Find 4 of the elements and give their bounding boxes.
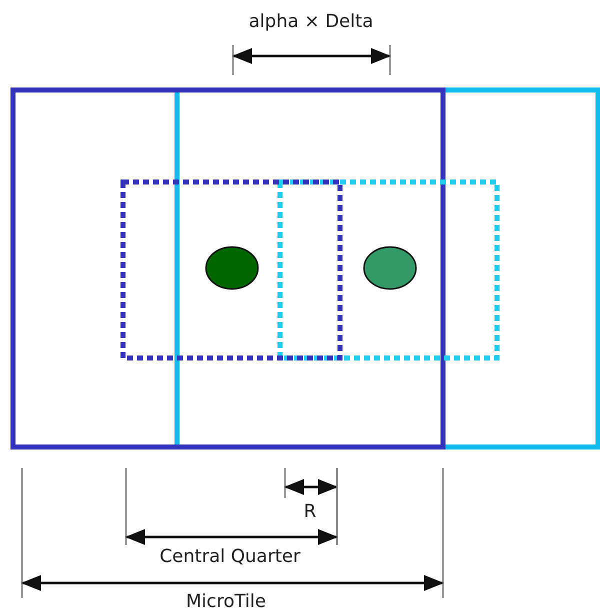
dimension-label: alpha × Delta <box>248 12 374 32</box>
dimension-label: Central Quarter <box>160 547 300 567</box>
dimension-label: R <box>304 502 316 522</box>
dimension-label: MicroTile <box>186 592 266 612</box>
